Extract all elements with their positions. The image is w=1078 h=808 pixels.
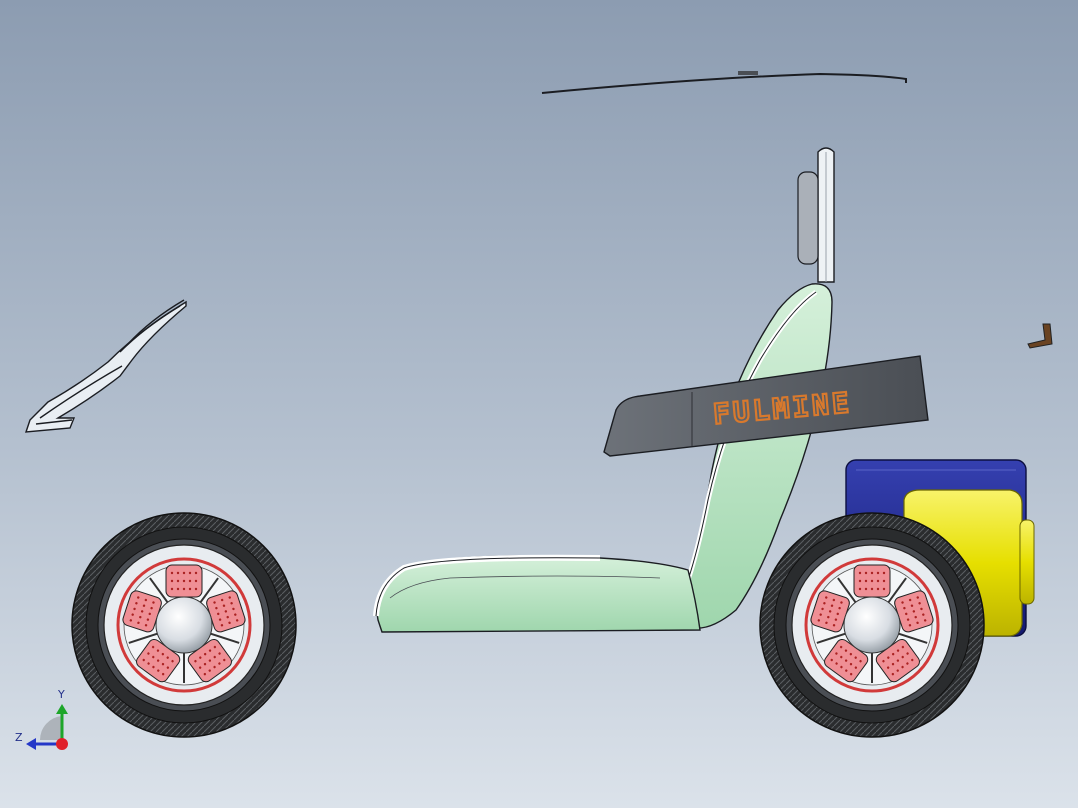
- small-bracket: [1027, 323, 1053, 349]
- triad-x-axis: [56, 738, 68, 750]
- wheels-group: [71, 512, 985, 738]
- rear-wheel: [759, 512, 985, 738]
- roof-curve: [541, 72, 907, 94]
- seat-post: [797, 147, 835, 283]
- roof-clip: [738, 71, 758, 75]
- coordinate-triad: [26, 704, 68, 750]
- seat: [373, 283, 833, 633]
- triad-z-label: Z: [15, 731, 23, 744]
- brand-panel: [603, 355, 929, 457]
- front-fairing: [24, 299, 187, 433]
- triad-y-label: Y: [58, 688, 65, 701]
- front-wheel: [71, 512, 297, 738]
